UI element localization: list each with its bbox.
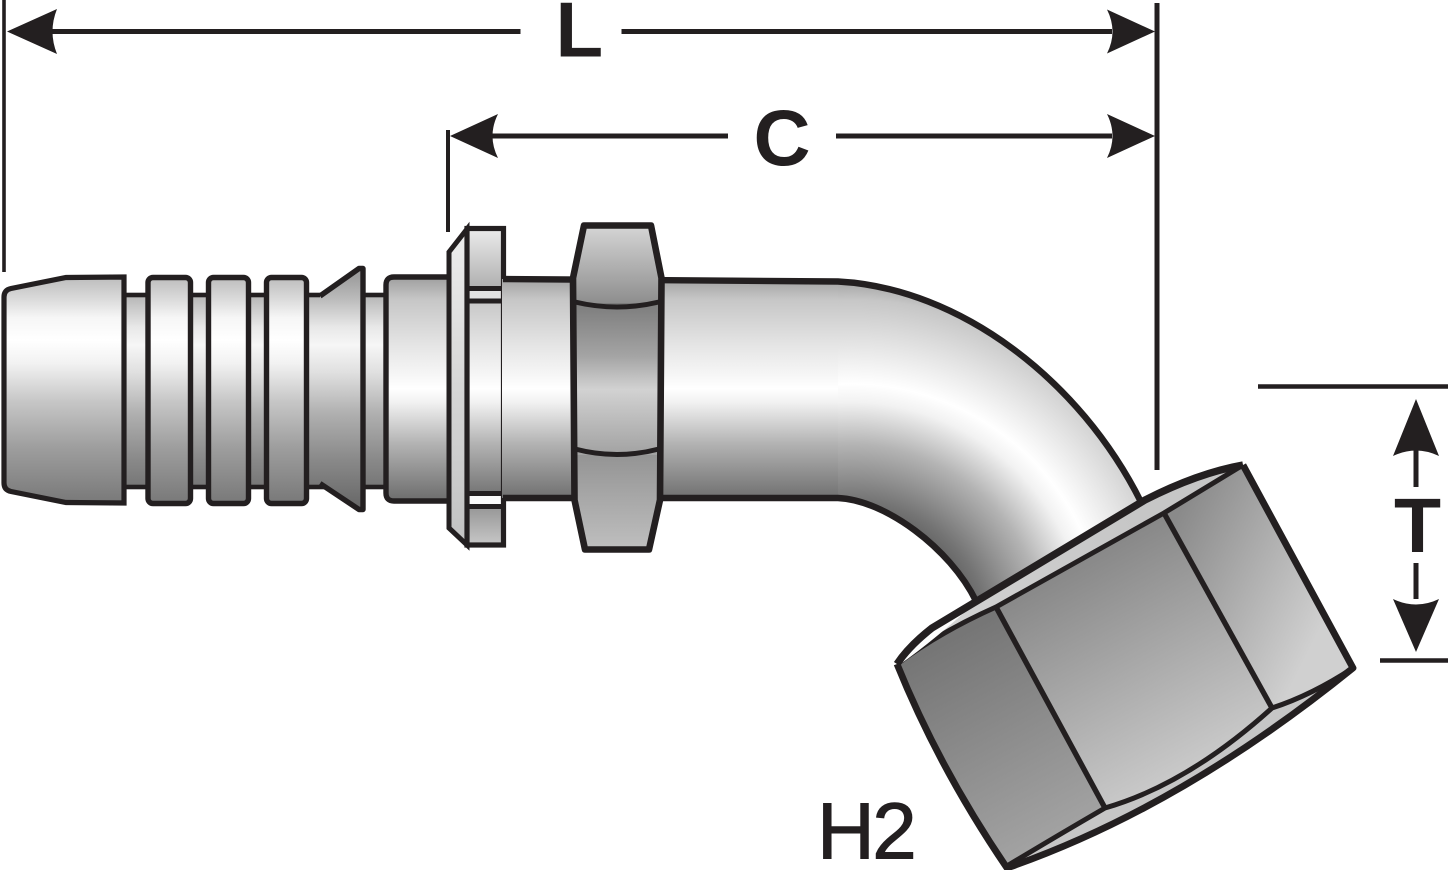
svg-text:H2: H2: [817, 787, 914, 870]
svg-text:L: L: [556, 0, 604, 74]
svg-text:C: C: [754, 93, 811, 182]
svg-text:T: T: [1394, 483, 1441, 569]
